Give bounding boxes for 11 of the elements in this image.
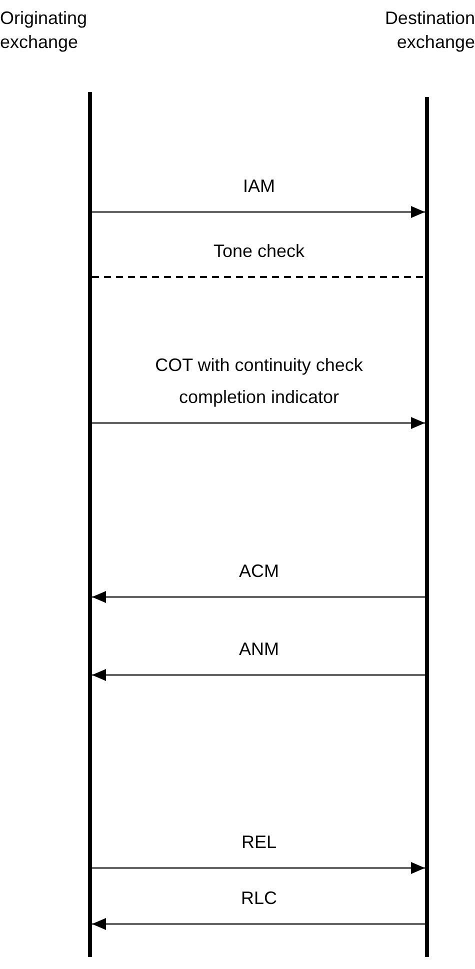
message-arrow xyxy=(92,417,425,429)
message-arrow xyxy=(92,918,425,930)
lifeline xyxy=(88,92,92,957)
message-arrow xyxy=(92,591,425,603)
separator-line xyxy=(92,276,425,278)
lifeline-heading: Destination exchange xyxy=(384,7,475,54)
message-arrow xyxy=(92,862,425,874)
message-arrow xyxy=(92,206,425,218)
lifeline xyxy=(425,97,429,957)
message-arrow xyxy=(92,669,425,681)
lifeline-heading: Originating exchange xyxy=(0,7,88,54)
